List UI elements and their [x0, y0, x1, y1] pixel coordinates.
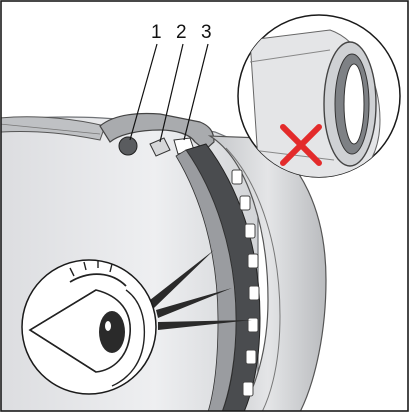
- eye-inset: [21, 259, 157, 395]
- eye-icon: [28, 260, 146, 387]
- wrong-installation-inset: [237, 14, 401, 178]
- cutting-ring-2: [149, 137, 171, 157]
- callout-label-1: 1: [151, 22, 162, 43]
- callout-label-3: 3: [201, 22, 212, 43]
- sight-lines: [150, 250, 252, 330]
- callout-leaders: [129, 43, 209, 143]
- fitting-flange: [175, 135, 327, 411]
- callout-label-2: 2: [176, 22, 187, 43]
- seal-ring-1: [118, 136, 138, 156]
- red-cross-icon: [280, 124, 322, 166]
